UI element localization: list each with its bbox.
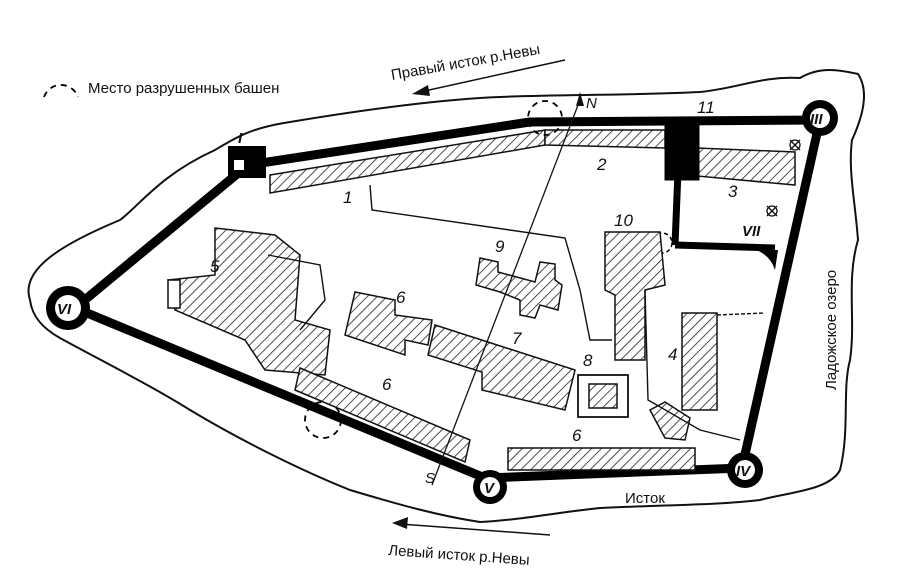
tower-1-square xyxy=(228,146,266,178)
north-arrow-head-icon xyxy=(576,92,584,106)
fence-line-2 xyxy=(267,254,326,331)
cross-marker-2 xyxy=(766,205,778,217)
building-6-west-label: 6 xyxy=(396,288,406,307)
fence-line-3 xyxy=(644,289,741,441)
citadel-corner-bastion xyxy=(756,250,778,270)
building-1-label: 1 xyxy=(343,188,352,207)
building-3-label: 3 xyxy=(728,182,738,201)
building-3-hatched xyxy=(696,147,796,186)
tower-4-label: IV xyxy=(736,463,752,480)
building-6-southeast xyxy=(507,447,696,471)
right-source-label: Правый исток р.Невы xyxy=(390,41,542,84)
tower-3-label: III xyxy=(810,111,823,128)
lake-label: Ладожское озеро xyxy=(823,270,840,390)
building-5-label: 5 xyxy=(210,257,220,276)
destroyed-tower-south xyxy=(304,401,342,439)
right-source-arrow-icon xyxy=(412,59,566,96)
building-8 xyxy=(577,374,629,418)
tower-3 xyxy=(802,100,838,136)
building-7-label: 7 xyxy=(512,329,522,348)
left-source-label: Левый исток р.Невы xyxy=(388,542,530,569)
building-10 xyxy=(604,231,666,361)
building-6-south-label: 6 xyxy=(382,375,392,394)
building-2-label: 2 xyxy=(596,155,607,174)
island-shoreline xyxy=(27,69,865,524)
meridian-line xyxy=(431,99,581,486)
tower-1-label: I xyxy=(238,130,243,147)
compass-north: N xyxy=(586,95,597,112)
tower-5-label: V xyxy=(484,480,496,497)
source-label: Исток xyxy=(625,490,665,507)
dashed-connector xyxy=(716,312,766,316)
tower-6-label: VI xyxy=(57,301,72,318)
tower-6 xyxy=(46,286,90,330)
legend-dashed-arc-icon xyxy=(43,84,79,98)
building-4-label: 4 xyxy=(668,345,677,364)
building-7 xyxy=(427,324,576,411)
building-9 xyxy=(475,257,563,319)
tower-7-label: VII xyxy=(742,223,761,240)
destroyed-tower-north xyxy=(527,100,563,136)
building-10-label: 10 xyxy=(614,211,633,230)
building-9-label: 9 xyxy=(495,237,505,256)
fence-line-1 xyxy=(369,184,612,341)
legend-label: Место разрушенных башен xyxy=(88,80,279,97)
tower-5 xyxy=(473,470,507,504)
building-6-south-wall xyxy=(294,366,471,464)
building-5-annex xyxy=(167,279,181,309)
building-5 xyxy=(167,227,331,376)
left-source-arrow-icon xyxy=(392,517,551,536)
building-8-label: 8 xyxy=(583,351,593,370)
cross-marker-1 xyxy=(789,139,801,151)
building-6-west xyxy=(344,291,433,357)
citadel-walls xyxy=(664,118,776,252)
tower-4 xyxy=(727,452,763,488)
compass-south: S xyxy=(425,470,435,487)
building-near-tower-4 xyxy=(648,401,691,441)
building-11-label: 11 xyxy=(697,98,715,117)
building-4 xyxy=(681,312,718,411)
building-6-southeast-label: 6 xyxy=(572,426,582,445)
